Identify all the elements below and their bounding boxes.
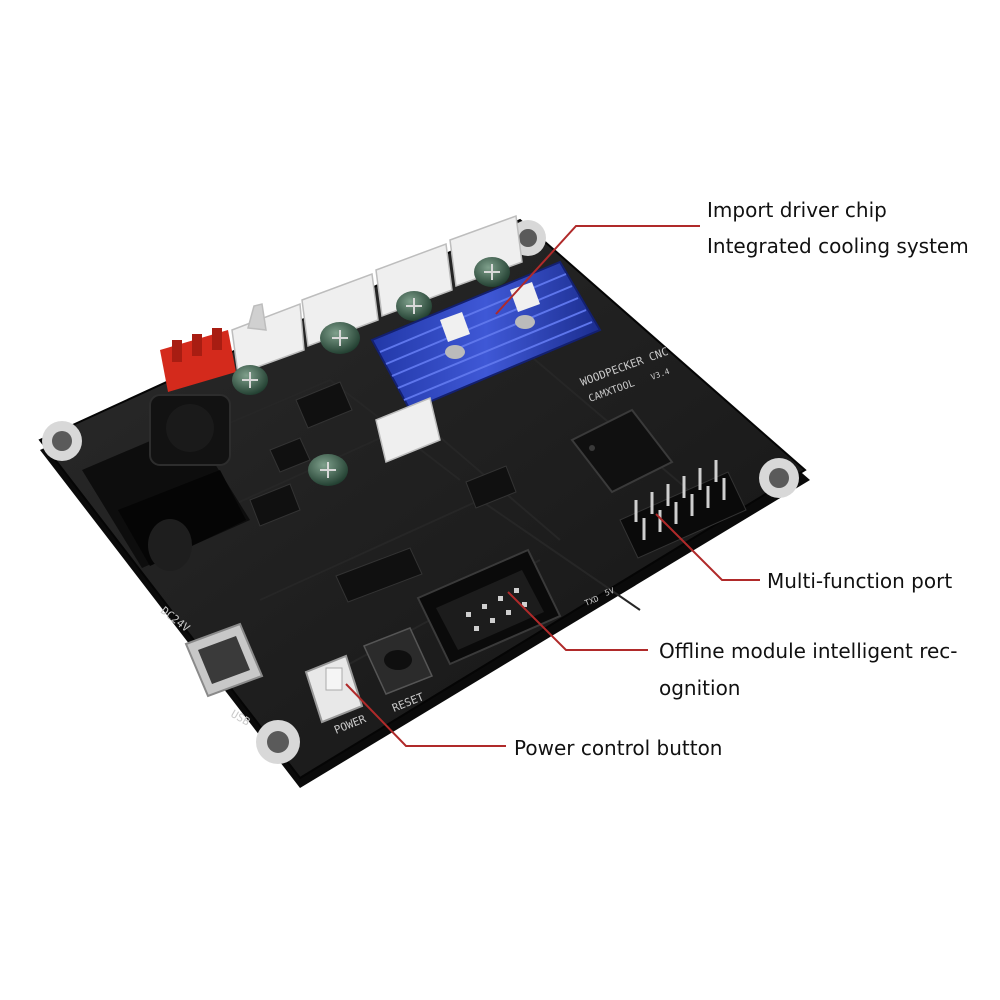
callout-leader-lines (345, 225, 760, 747)
multi-function-pin-header (619, 460, 747, 559)
spindle-connector (375, 396, 441, 464)
mounting-holes (42, 220, 799, 764)
callout-offline-module: Offline module intelligent rec- (659, 639, 958, 663)
callout-cooling-system: Integrated cooling system (707, 234, 969, 258)
smd-chips (249, 381, 517, 603)
driver-heatsink (370, 260, 602, 412)
electrolytic-capacitors (232, 257, 510, 486)
silk-5v: 5V (603, 586, 615, 598)
leader-driver (495, 225, 700, 315)
leader-port (655, 513, 760, 581)
leader-offline (507, 591, 648, 651)
red-power-connector (160, 328, 236, 392)
microcontroller-chip (570, 408, 674, 494)
reset-button (362, 627, 434, 695)
power-switch (304, 654, 364, 724)
callout-offline-module-cont: ognition (659, 676, 741, 700)
offline-module-header (416, 548, 562, 666)
callout-power-button: Power control button (514, 736, 723, 760)
callout-multi-function-port: Multi-function port (767, 569, 953, 593)
mini-usb-port (184, 622, 264, 698)
callout-driver-chip: Import driver chip (707, 198, 887, 222)
leader-power (345, 683, 506, 747)
